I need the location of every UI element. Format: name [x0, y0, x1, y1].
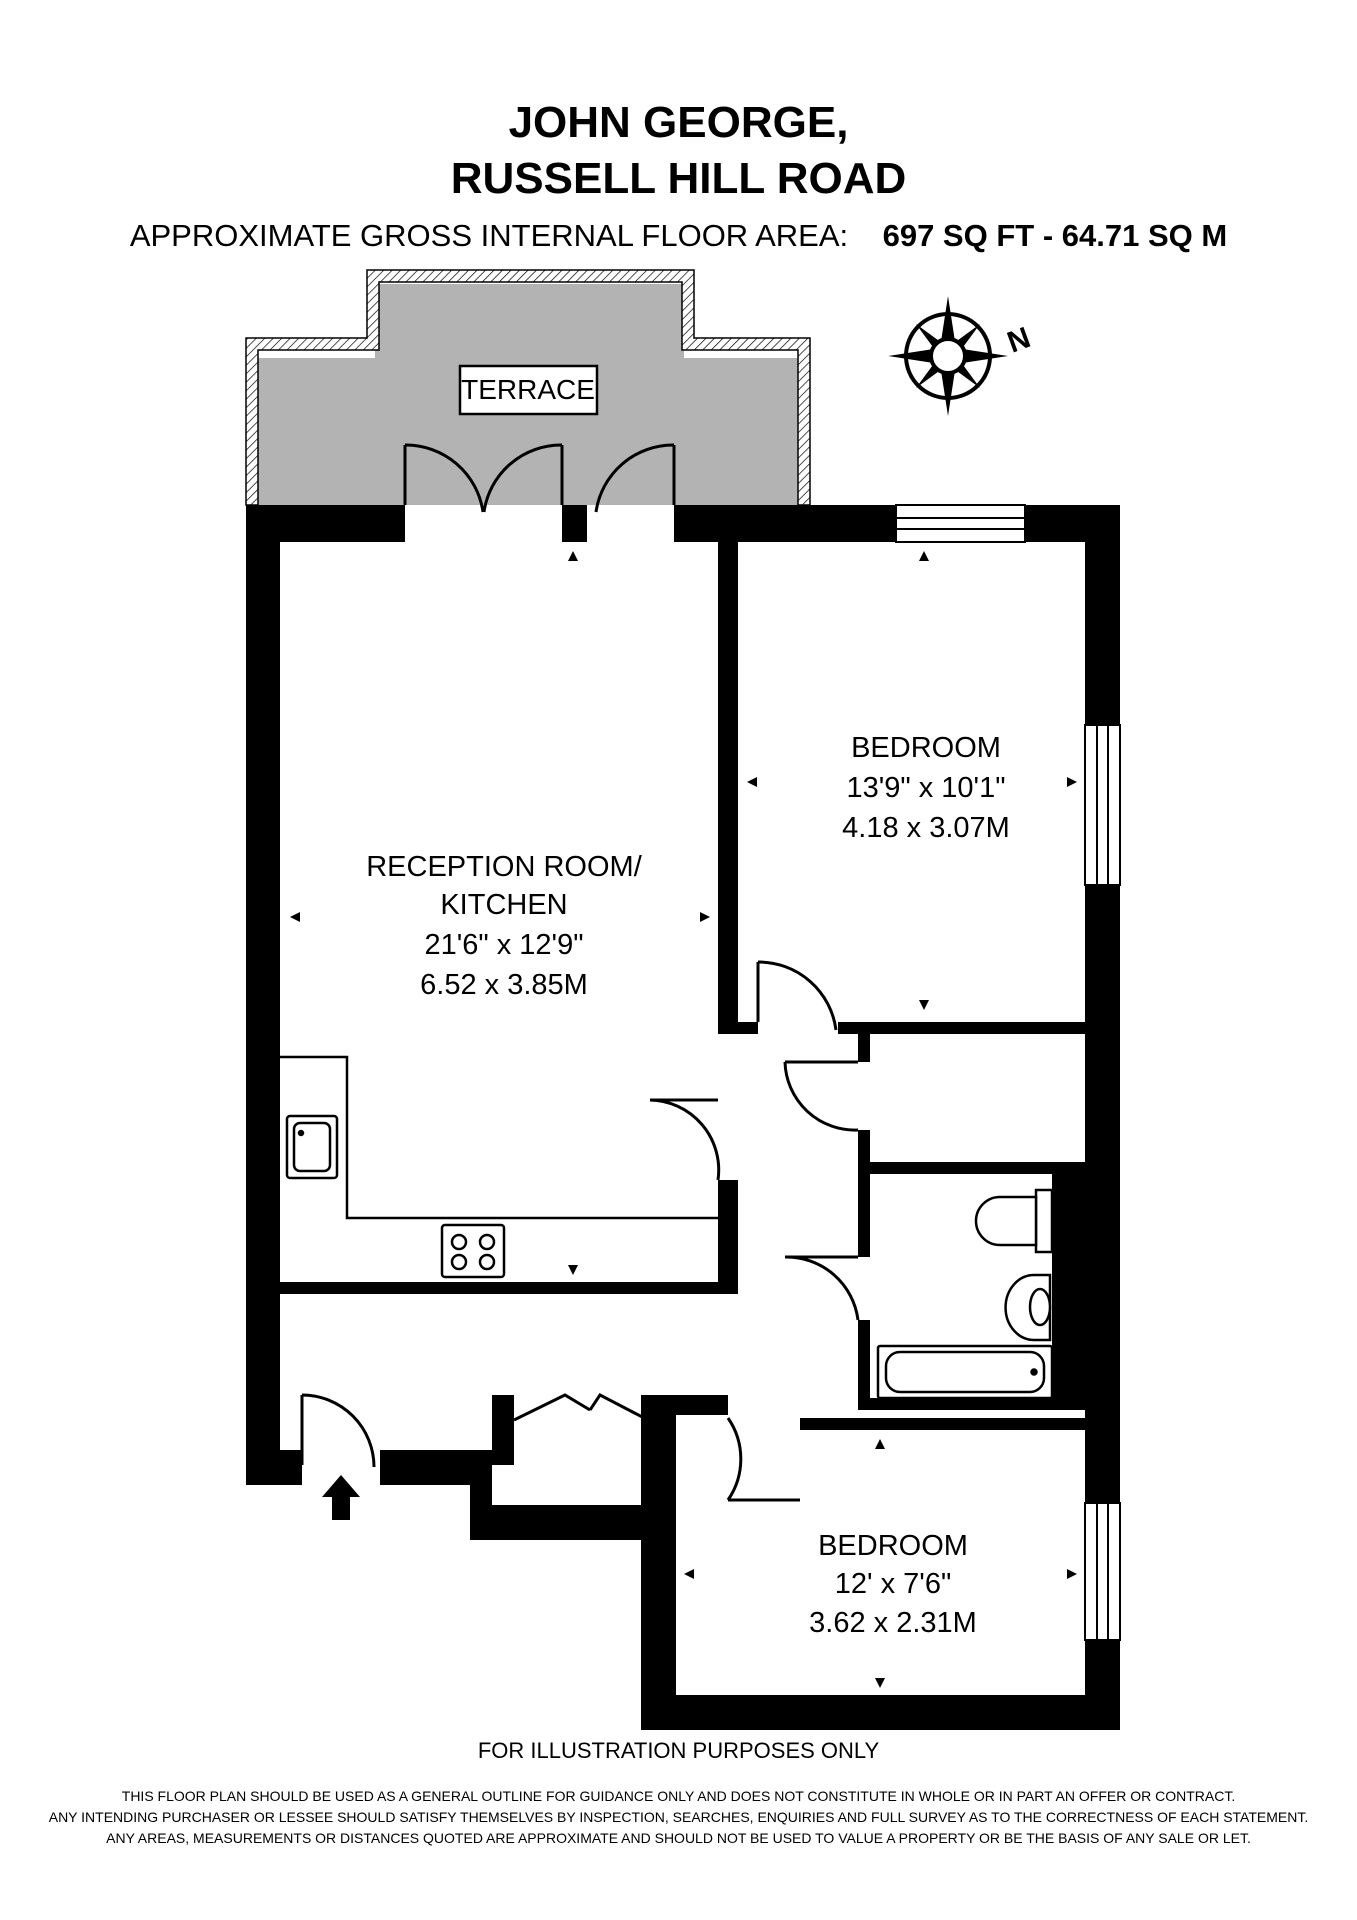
bedroom2-name: BEDROOM: [818, 1530, 968, 1562]
floor-area-label: APPROXIMATE GROSS INTERNAL FLOOR AREA:: [129, 218, 849, 253]
disclaimer-line2: ANY INTENDING PURCHASER OR LESSEE SHOULD…: [48, 1809, 1309, 1825]
kitchen-sink-icon: [285, 1114, 339, 1180]
toilet-cistern-icon: [1034, 1188, 1054, 1254]
illustration-note: FOR ILLUSTRATION PURPOSES ONLY: [477, 1738, 880, 1763]
windows: [895, 504, 1121, 1641]
kitchen-counter: [280, 1055, 718, 1279]
room-labels: RECEPTION ROOM/ KITCHEN 21'6" x 12'9" 6.…: [366, 732, 1010, 1639]
bedroom2-metric: 3.62 x 2.31M: [809, 1607, 977, 1639]
disclaimer: THIS FLOOR PLAN SHOULD BE USED AS A GENE…: [0, 1786, 1357, 1849]
reception-imperial: 21'6" x 12'9": [424, 929, 583, 961]
bedroom2-imperial: 12' x 7'6": [835, 1568, 952, 1600]
toilet-icon: [974, 1195, 1038, 1247]
disclaimer-line1: THIS FLOOR PLAN SHOULD BE USED AS A GENE…: [121, 1788, 1236, 1804]
bedroom1-imperial: 13'9" x 10'1": [846, 772, 1005, 804]
terrace-label-box: [458, 364, 599, 416]
reception-name-line1: RECEPTION ROOM/: [366, 851, 642, 883]
property-title-line1: JOHN GEORGE,: [508, 98, 849, 147]
hob-icon: [440, 1223, 506, 1279]
reception-metric: 6.52 x 3.85M: [420, 969, 588, 1001]
bedroom1-metric: 4.18 x 3.07M: [842, 812, 1010, 844]
property-title-line2: RUSSELL HILL ROAD: [450, 154, 907, 203]
disclaimer-line3: ANY AREAS, MEASUREMENTS OR DISTANCES QUO…: [106, 1830, 1251, 1846]
walls: [246, 505, 1120, 1730]
floor-area-line: APPROXIMATE GROSS INTERNAL FLOOR AREA: 6…: [0, 218, 1357, 254]
terrace-label: TERRACE: [461, 374, 595, 405]
terrace-area: TERRACE: [245, 269, 811, 506]
bedroom1-name: BEDROOM: [851, 732, 1001, 764]
entrance-arrow-icon: [322, 1475, 360, 1520]
north-label: N: [1003, 321, 1035, 359]
dimension-markers: [290, 551, 1077, 1688]
bathroom-fixtures: [876, 1188, 1054, 1400]
compass-rose-icon: [888, 296, 1008, 416]
door-swings: [300, 443, 860, 1502]
floor-area-value: 697 SQ FT - 64.71 SQ M: [882, 218, 1228, 253]
reception-name-line2: KITCHEN: [440, 889, 567, 921]
